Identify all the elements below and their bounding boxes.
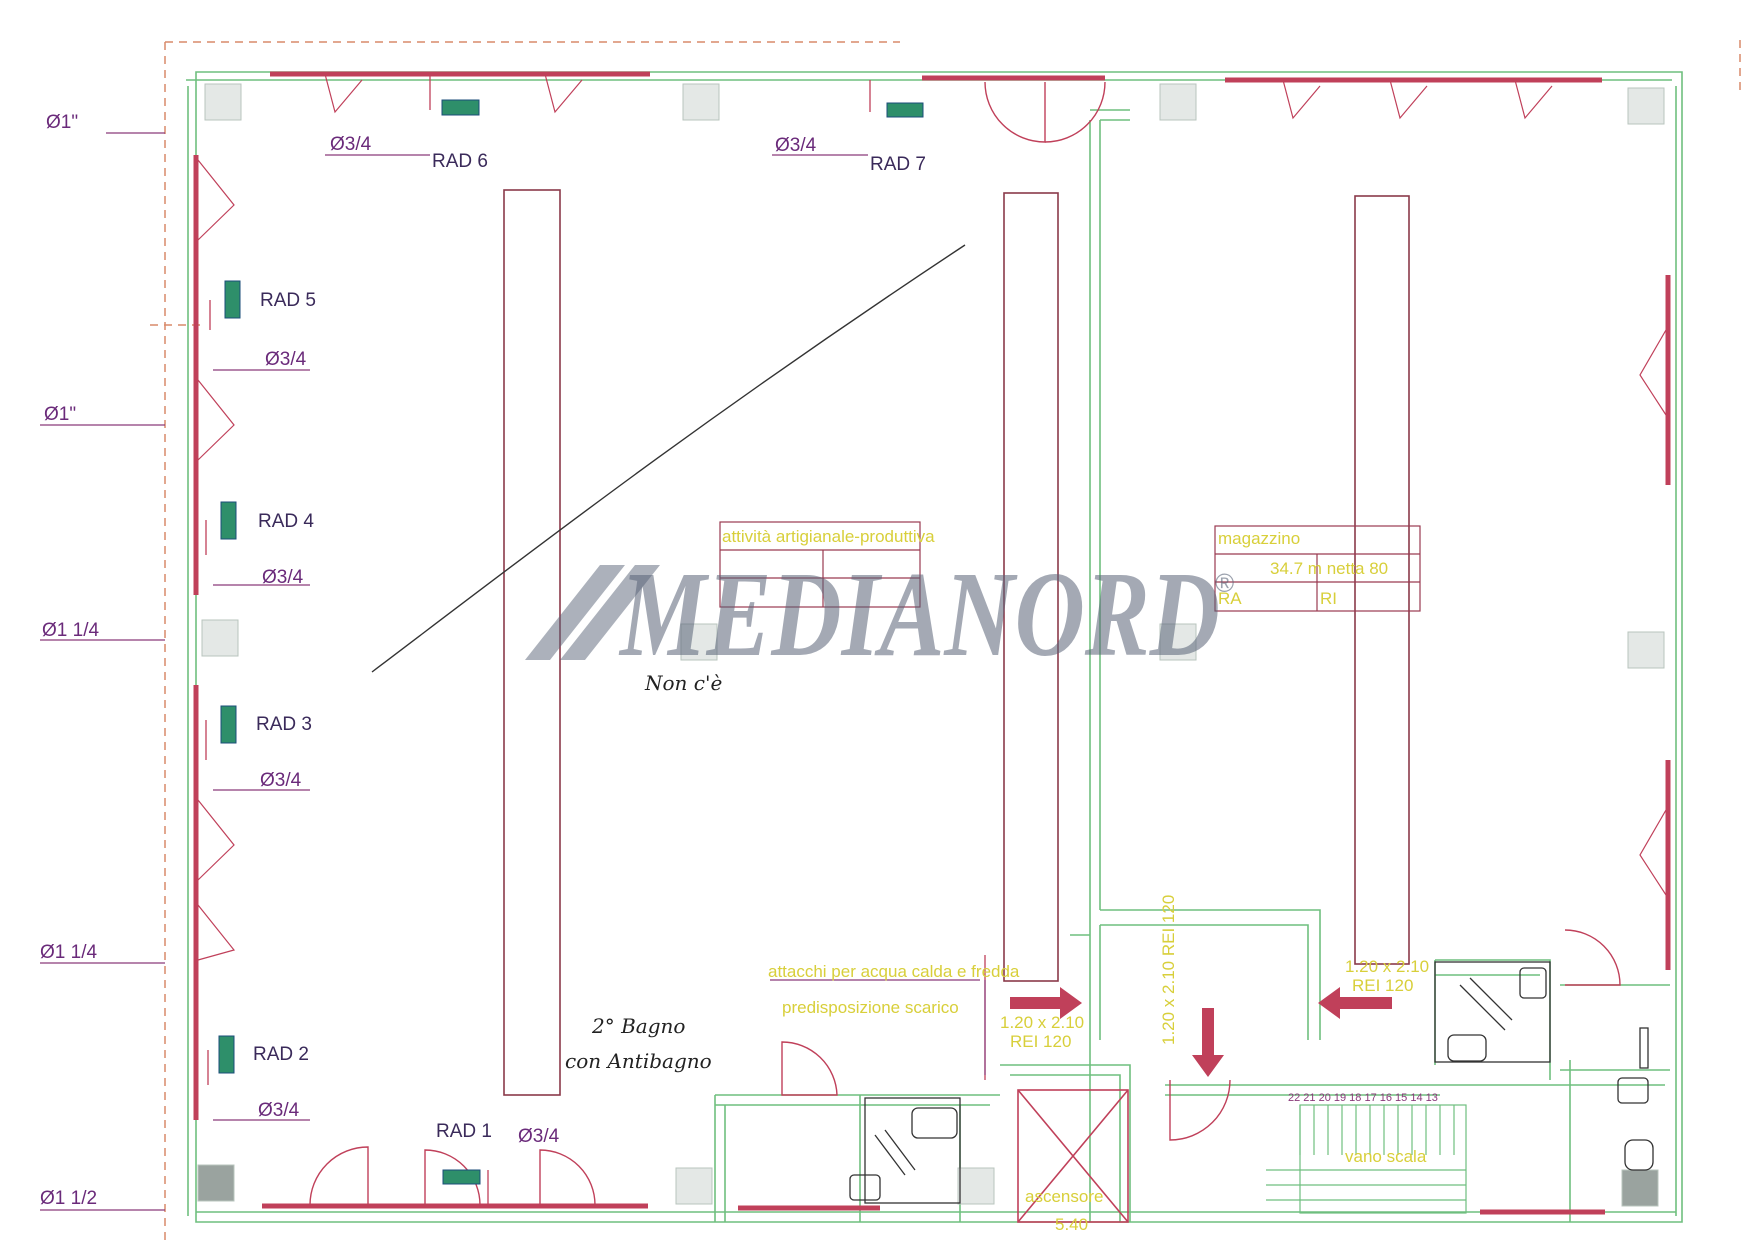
stair-steps xyxy=(1266,1104,1467,1214)
pencil-stroke xyxy=(371,244,966,673)
arrows xyxy=(1010,987,1392,1077)
door3-rei: REI 120 xyxy=(1352,976,1413,995)
boundary-dashed xyxy=(150,40,1741,1240)
room-right-ra: RA xyxy=(1218,589,1242,608)
radiator-rad3-icon xyxy=(220,705,237,744)
columns xyxy=(197,83,1665,1207)
rad3-label: RAD 3 xyxy=(256,714,312,735)
rad7-pipe-label: Ø3/4 xyxy=(775,135,817,156)
main-label-5: Ø1 1/2 xyxy=(40,1188,97,1209)
radiator-rad2-icon xyxy=(218,1035,235,1074)
room-right-name: magazzino xyxy=(1218,529,1300,548)
note-drain: predisposizione scarico xyxy=(782,998,959,1017)
radiator-rad7-icon xyxy=(886,102,924,118)
arrow-down-icon xyxy=(1192,1008,1224,1077)
watermark: MEDIANORD ® xyxy=(525,547,1234,682)
note-water: attacchi per acqua calda e fredda xyxy=(768,962,1020,981)
rad1-label: RAD 1 xyxy=(436,1121,492,1142)
rad2-pipe-label: Ø3/4 xyxy=(258,1100,300,1121)
rad7-label: RAD 7 xyxy=(870,154,926,175)
bathroom-fixtures xyxy=(849,961,1654,1204)
rad1-pipe-label: Ø3/4 xyxy=(518,1126,560,1147)
room-left-name: attività artigianale-produttiva xyxy=(722,527,935,546)
room-tables xyxy=(719,521,1421,612)
watermark-logo-icon xyxy=(525,565,660,660)
stair-step-numbers: 22 21 20 19 18 17 16 15 14 13 xyxy=(1288,1092,1438,1104)
radiator-rad6-icon xyxy=(441,99,480,116)
radiator-labels: RAD 6 Ø3/4 RAD 7 Ø3/4 RAD 5 Ø3/4 RAD 4 Ø… xyxy=(253,134,926,1147)
elevator-label: ascensore xyxy=(1025,1187,1103,1206)
door1-rei: REI 120 xyxy=(1010,1032,1071,1051)
arrow-left-icon xyxy=(1318,987,1392,1019)
interior-walls xyxy=(714,109,1670,1222)
door2-label: 1.20 x 2.10 REI 120 xyxy=(1159,895,1178,1045)
main-label-4: Ø1 1/4 xyxy=(40,942,97,963)
rad5-pipe-label: Ø3/4 xyxy=(265,349,307,370)
window-sashes xyxy=(197,73,1667,961)
handwritten-note-2-line2: con Antibagno xyxy=(565,1049,712,1073)
doors xyxy=(309,81,1621,1206)
radiator-units xyxy=(218,99,924,1185)
windows xyxy=(193,71,1671,1215)
elevator-dim: 5.40 xyxy=(1055,1215,1088,1234)
rad5-label: RAD 5 xyxy=(260,290,316,311)
handwritten-note-1: Non c'è xyxy=(644,671,722,695)
main-label-1: Ø1" xyxy=(46,112,78,133)
main-label-3: Ø1 1/4 xyxy=(42,620,99,641)
rad4-pipe-label: Ø3/4 xyxy=(262,567,304,588)
watermark-registered-mark: ® xyxy=(1215,568,1234,598)
watermark-text: MEDIANORD xyxy=(618,547,1220,682)
room-right-ri: RI xyxy=(1320,589,1337,608)
rad6-pipe-label: Ø3/4 xyxy=(330,134,372,155)
stairs-label: vano scala xyxy=(1345,1147,1427,1166)
handwritten-notes: Non c'è 2° Bagno con Antibagno xyxy=(565,671,722,1073)
handwritten-note-2-line1: 2° Bagno xyxy=(591,1014,685,1038)
radiator-rad5-icon xyxy=(224,280,241,319)
main-pipe-labels: Ø1" Ø1" Ø1 1/4 Ø1 1/4 Ø1 1/2 xyxy=(40,112,99,1209)
door1-size: 1.20 x 2.10 xyxy=(1000,1013,1084,1032)
rad3-pipe-label: Ø3/4 xyxy=(260,770,302,791)
technical-notes: attacchi per acqua calda e fredda predis… xyxy=(768,895,1438,1234)
rad2-label: RAD 2 xyxy=(253,1044,309,1065)
radiator-rad1-icon xyxy=(442,1169,481,1185)
radiator-rad4-icon xyxy=(220,501,237,540)
room-labels: attività artigianale-produttiva magazzin… xyxy=(722,527,1388,608)
elevator-shaft xyxy=(1017,1089,1129,1223)
room-right-area: 34.7 m netta 80 xyxy=(1270,559,1388,578)
leader-lines xyxy=(40,132,986,1211)
main-label-2: Ø1" xyxy=(44,404,76,425)
rad6-label: RAD 6 xyxy=(432,151,488,172)
door3-size: 1.20 x 2.10 xyxy=(1345,957,1429,976)
arrow-right-icon xyxy=(1010,987,1082,1019)
rad4-label: RAD 4 xyxy=(258,511,314,532)
